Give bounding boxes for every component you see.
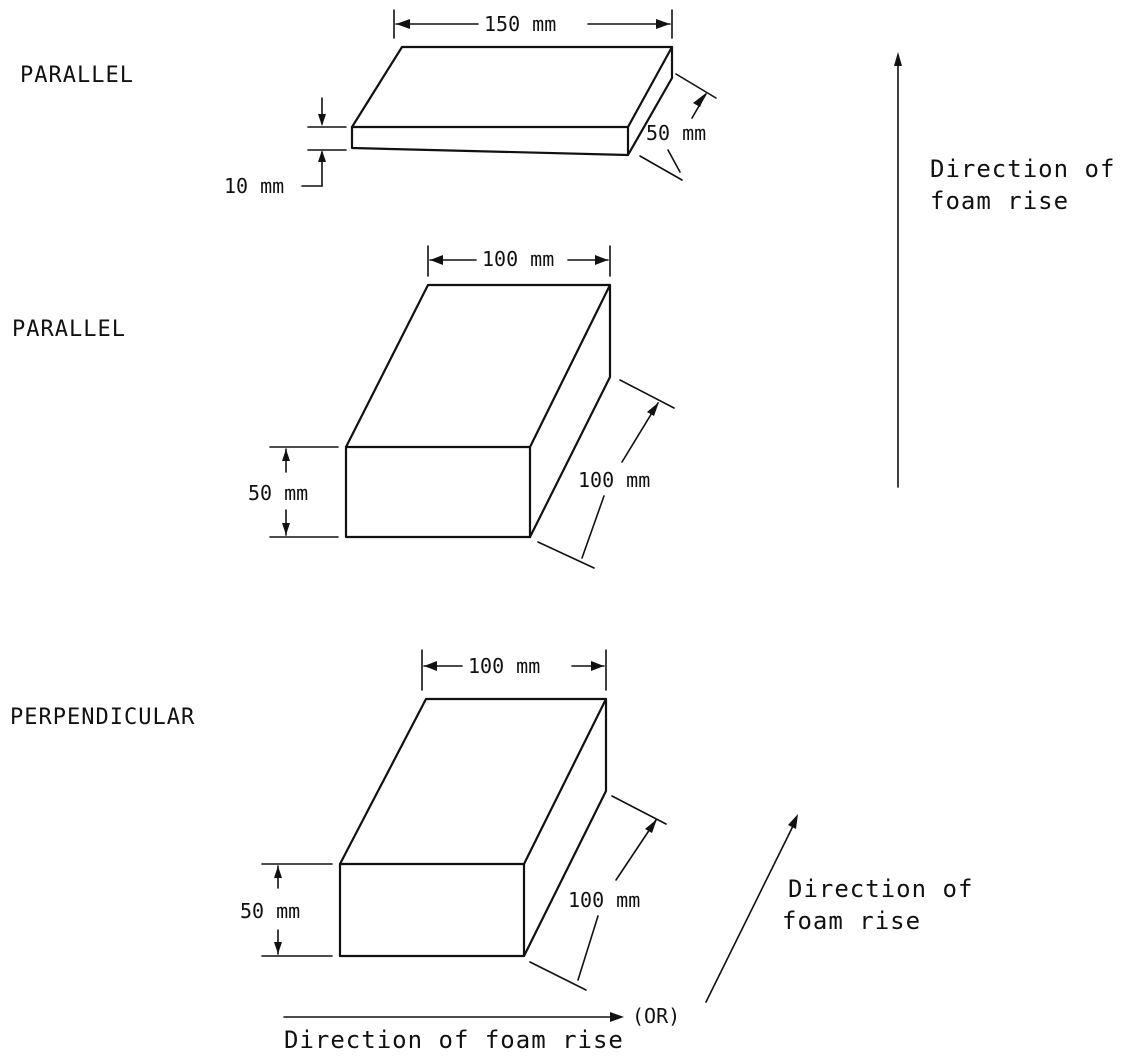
block2-width-dimension: 100 mm xyxy=(427,245,611,277)
block3-depth-dimension: 100 mm xyxy=(529,795,667,991)
slab-depth-dimension: 50 mm xyxy=(639,73,717,181)
direction-top-line1: Direction of xyxy=(930,155,1115,183)
slab-depth-label: 50 mm xyxy=(646,121,706,145)
block2-height-label: 50 mm xyxy=(248,481,308,505)
block3-height-label: 50 mm xyxy=(240,899,300,923)
slab-thickness-dimension: 10 mm xyxy=(224,97,347,198)
block2-depth-dimension: 100 mm xyxy=(537,379,675,569)
direction-top-line2: foam rise xyxy=(930,187,1069,215)
foam-rise-diagonal-arrow xyxy=(705,814,798,1003)
slab-thickness-label: 10 mm xyxy=(224,174,284,198)
block3-width-dimension: 100 mm xyxy=(421,649,607,691)
slab-specimen xyxy=(350,45,674,157)
or-label: (OR) xyxy=(632,1004,680,1028)
label-parallel-2: PARALLEL xyxy=(12,317,126,342)
block3-width-label: 100 mm xyxy=(468,654,540,678)
block2-width-label: 100 mm xyxy=(482,247,554,271)
block-specimen-perpendicular xyxy=(338,697,608,958)
slab-length-dimension: 150 mm xyxy=(393,9,673,39)
foam-rise-vertical-arrow xyxy=(894,52,902,488)
label-parallel-1: PARALLEL xyxy=(20,63,134,88)
direction-horizontal-label: Direction of foam rise xyxy=(284,1026,624,1054)
direction-bottom-line1: Direction of xyxy=(788,875,973,903)
block2-height-dimension: 50 mm xyxy=(248,446,339,538)
label-perpendicular: PERPENDICULAR xyxy=(10,705,195,730)
block3-depth-label: 100 mm xyxy=(568,888,640,912)
block3-height-dimension: 50 mm xyxy=(240,863,333,957)
foam-rise-horizontal-arrow xyxy=(283,1012,624,1022)
slab-length-label: 150 mm xyxy=(484,12,556,36)
direction-bottom-line2: foam rise xyxy=(782,907,921,935)
block2-depth-label: 100 mm xyxy=(578,468,650,492)
block-specimen-parallel xyxy=(344,283,612,539)
